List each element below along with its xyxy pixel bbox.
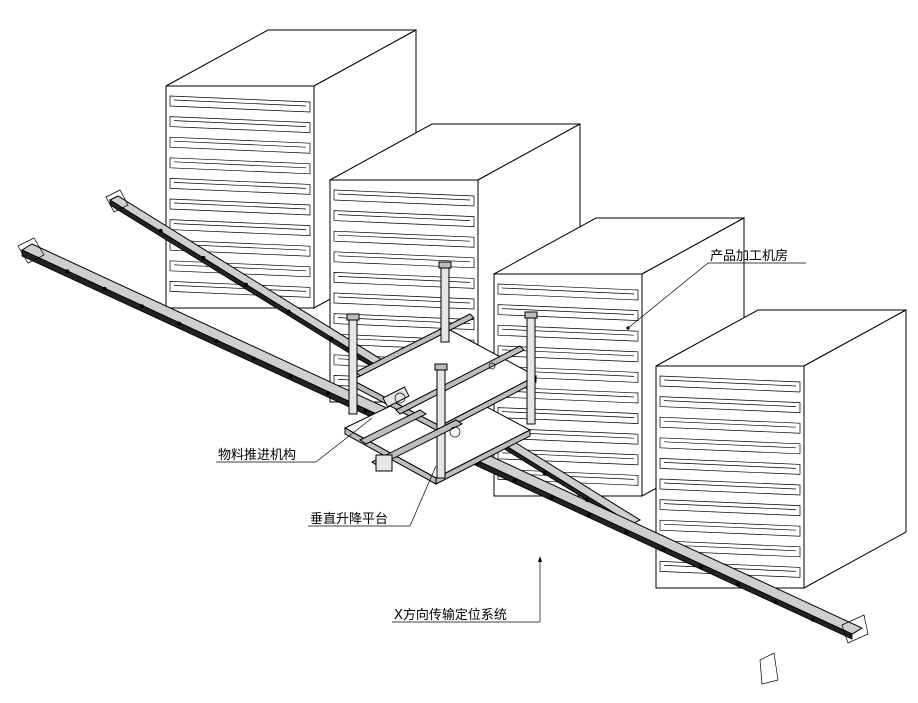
cabinet-drawer xyxy=(169,239,311,257)
rail-bolt xyxy=(549,495,554,500)
rail-bolt xyxy=(65,269,70,274)
label-x-system: X方向传输定位系统 xyxy=(394,607,507,623)
cabinet-drawer xyxy=(169,116,311,133)
label-machine-room: 产品加工机房 xyxy=(710,248,788,264)
vertical-lift-platform xyxy=(343,261,538,485)
rail-bolt xyxy=(624,530,629,535)
rail-bolt xyxy=(201,255,206,260)
cabinet-drawer xyxy=(169,157,311,175)
cabinet-drawer xyxy=(333,313,475,330)
label-lift-platform: 垂直升降平台 xyxy=(310,512,388,527)
cabinet-drawer xyxy=(659,375,801,393)
cabinet-drawer xyxy=(659,437,801,455)
cabinet-drawer xyxy=(497,283,639,301)
leader-lines xyxy=(216,262,806,623)
rail-bolt xyxy=(177,321,182,326)
cabinet-drawer xyxy=(169,281,311,298)
rail-bolt xyxy=(363,408,368,413)
rail-bolt xyxy=(773,600,778,605)
cabinet-drawer xyxy=(333,292,475,310)
cabinet-drawer xyxy=(169,95,311,113)
rail-bolt xyxy=(244,282,248,287)
rail-bolt xyxy=(158,228,163,233)
rail-bolt xyxy=(326,391,331,396)
machine-room-cabinet xyxy=(655,309,907,589)
machine-room-cabinets xyxy=(165,29,907,589)
cabinet-drawer xyxy=(659,561,801,578)
cabinet-drawer xyxy=(169,219,311,236)
rail-bolt xyxy=(251,356,256,361)
rail-bolt xyxy=(698,565,703,570)
rail-bolt xyxy=(587,513,592,518)
cabinet-drawer xyxy=(333,210,475,227)
cabinet-drawer xyxy=(659,478,801,496)
cabinet-drawer xyxy=(659,396,801,413)
rail-bolt xyxy=(102,286,107,291)
cabinet-drawer xyxy=(333,251,475,269)
cabinet-drawer xyxy=(659,519,801,537)
rail-bolt xyxy=(214,339,219,344)
cabinet-drawer xyxy=(169,260,311,278)
cabinet-drawer xyxy=(659,458,801,475)
rail-bolt xyxy=(542,471,547,476)
cabinet-drawer xyxy=(333,272,475,289)
rail-bolt xyxy=(288,373,293,378)
rail-bolt xyxy=(585,498,590,503)
cabinet-drawer xyxy=(333,189,475,207)
cabinet-drawer xyxy=(169,198,311,216)
rail-bolt xyxy=(661,547,666,552)
cabinet-drawer xyxy=(497,304,639,321)
rail-bolt xyxy=(329,336,334,341)
cabinet-drawer xyxy=(169,136,311,154)
cabinet-drawer xyxy=(333,230,475,248)
rail-bolt xyxy=(286,309,291,314)
cabinet-drawer xyxy=(497,345,639,363)
rail-bolt xyxy=(810,617,815,622)
cabinet-drawer xyxy=(659,416,801,434)
rail-bolt xyxy=(512,478,517,483)
rail-bolt xyxy=(139,304,144,309)
rail-bolt xyxy=(736,582,741,587)
label-push-mechanism: 物料推进机构 xyxy=(218,448,296,463)
cabinet-drawer xyxy=(659,499,801,516)
cabinet-drawer xyxy=(497,448,639,466)
cabinet-drawer xyxy=(497,324,639,342)
cabinet-drawer xyxy=(169,178,311,195)
material-push-mechanism xyxy=(359,362,496,472)
